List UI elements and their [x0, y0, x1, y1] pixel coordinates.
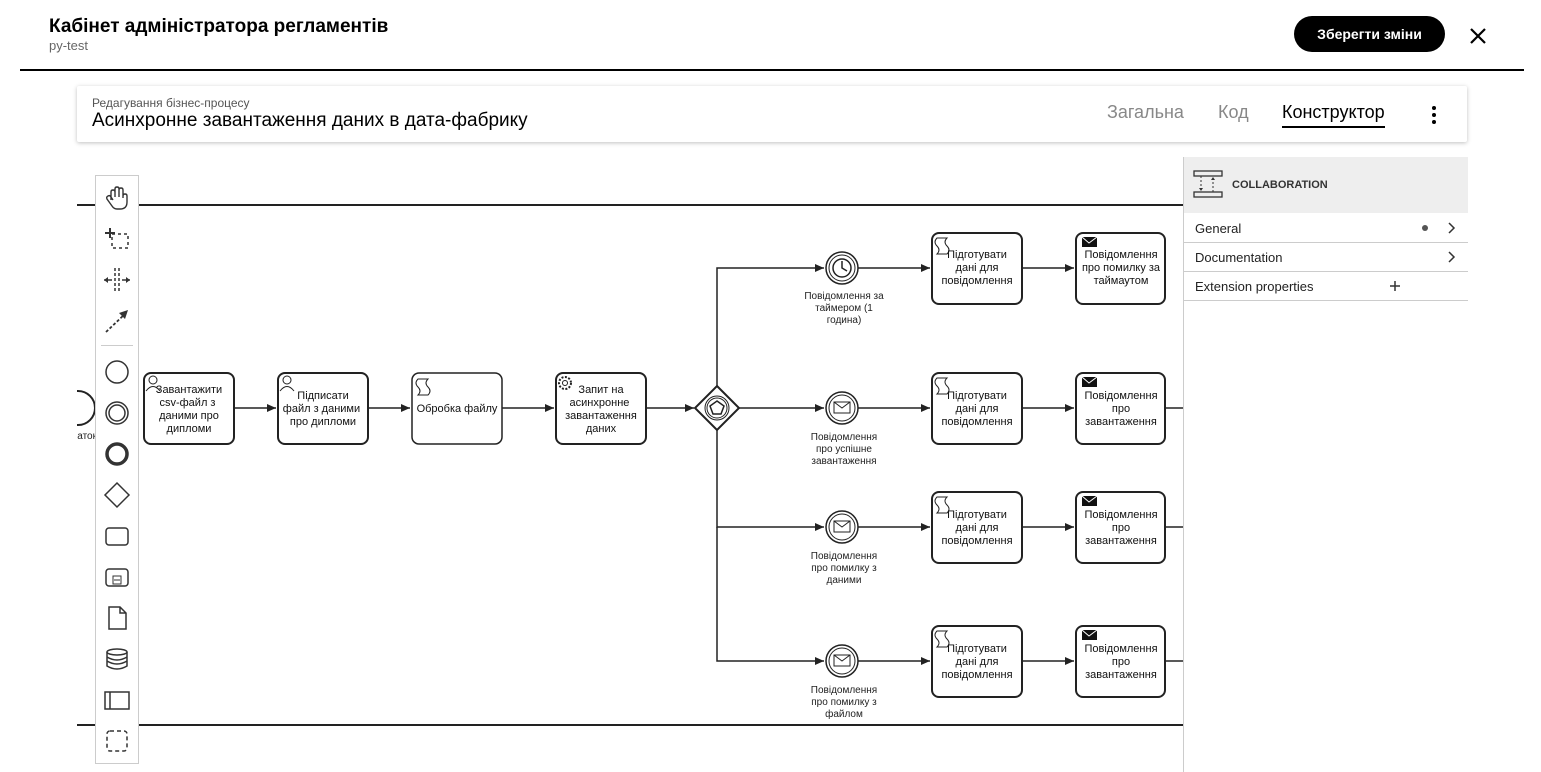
properties-panel: COLLABORATION General Documentation Exte…: [1183, 157, 1468, 772]
collaboration-icon: [1193, 170, 1223, 198]
plus-icon[interactable]: [1389, 280, 1401, 292]
app-subtitle: py-test: [49, 38, 89, 53]
gateway-icon[interactable]: [101, 479, 133, 511]
svg-text:Обробка файлу: Обробка файлу: [417, 403, 498, 415]
tab-constructor[interactable]: Конструктор: [1282, 102, 1385, 128]
palette-separator: [101, 345, 133, 346]
section-extension-properties[interactable]: Extension properties: [1184, 272, 1468, 301]
changed-indicator-dot: [1422, 225, 1428, 231]
hand-tool-icon[interactable]: [101, 182, 133, 214]
save-changes-button[interactable]: Зберегти зміни: [1294, 16, 1445, 52]
process-header-card: Редагування бізнес-процесу Асинхронне за…: [77, 86, 1467, 142]
app-header: Кабінет адміністратора регламентів py-te…: [0, 0, 1541, 71]
message-event-data-error[interactable]: [825, 510, 859, 544]
connect-tool-icon[interactable]: [101, 305, 133, 337]
edit-process-label: Редагування бізнес-процесу: [92, 96, 250, 110]
element-type-label: COLLABORATION: [1232, 179, 1328, 191]
chevron-right-icon[interactable]: [1447, 250, 1457, 264]
data-object-icon[interactable]: [101, 602, 133, 634]
end-event-icon[interactable]: [101, 438, 133, 470]
close-icon[interactable]: [1468, 26, 1488, 46]
pool-icon[interactable]: [101, 684, 133, 716]
more-vertical-icon[interactable]: [1427, 104, 1441, 126]
message-event-file-error[interactable]: [825, 644, 859, 678]
subprocess-icon[interactable]: [101, 561, 133, 593]
section-general-label: General: [1195, 221, 1242, 236]
group-icon[interactable]: [101, 725, 133, 757]
start-event[interactable]: [77, 390, 96, 426]
data-store-icon[interactable]: [101, 643, 133, 675]
tab-general[interactable]: Загальна: [1107, 102, 1184, 122]
message-event-success[interactable]: [825, 391, 859, 425]
section-extension-properties-label: Extension properties: [1195, 279, 1314, 294]
lasso-tool-icon[interactable]: [101, 223, 133, 255]
app-title: Кабінет адміністратора регламентів: [49, 16, 389, 37]
properties-header: COLLABORATION: [1184, 157, 1468, 213]
timer-event[interactable]: [825, 251, 859, 285]
task-icon[interactable]: [101, 520, 133, 552]
header-divider: [20, 69, 1524, 71]
section-documentation[interactable]: Documentation: [1184, 243, 1468, 272]
start-event-label: Початок: [77, 431, 98, 442]
intermediate-event-icon[interactable]: [101, 397, 133, 429]
tab-code[interactable]: Код: [1218, 102, 1249, 122]
event-based-gateway[interactable]: [693, 384, 741, 432]
start-event-icon[interactable]: [101, 356, 133, 388]
section-general[interactable]: General: [1184, 214, 1468, 243]
section-documentation-label: Documentation: [1195, 250, 1283, 265]
chevron-right-icon[interactable]: [1447, 221, 1457, 235]
space-tool-icon[interactable]: [101, 264, 133, 296]
tool-palette: [95, 175, 139, 764]
process-name: Асинхронне завантаження даних в дата-фаб…: [92, 110, 528, 131]
task-process-file[interactable]: Обробка файлу: [411, 372, 503, 445]
